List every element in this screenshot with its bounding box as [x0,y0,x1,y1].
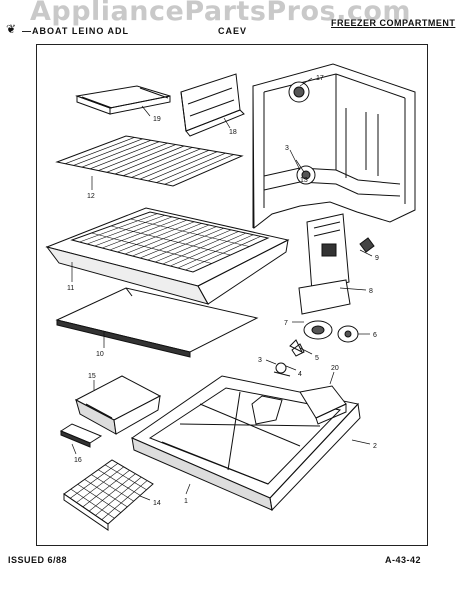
callout-20: 20 [331,365,339,372]
callout-9: 9 [375,255,379,262]
callout-5: 5 [315,355,319,362]
callout-2: 2 [373,443,377,450]
watermark: AppliancePartsPros.com [30,0,412,27]
panel-part-10 [55,287,259,358]
header-title: FREEZER COMPARTMENT [331,18,456,28]
callout-19: 19 [153,116,161,123]
callout-13: 13 [300,177,308,184]
diagram-frame [36,44,428,546]
callout-3a: 3 [285,145,289,152]
page-code: A-43-42 [385,555,422,565]
callout-4: 4 [298,371,302,378]
freezer-cabinet [252,63,416,230]
callout-3b: 3 [258,357,262,364]
callout-15: 15 [88,373,96,380]
issued-date: ISSUED 6/88 [8,555,68,565]
wire-rack-part-12 [55,135,244,187]
leader-lines [71,77,373,501]
corner-mark-icon: ❦ [6,22,17,36]
drawer-part-15 [74,375,162,435]
callout-6: 6 [373,332,377,339]
callout-7: 7 [284,320,288,327]
knob-part-9 [359,237,375,253]
header-mid-text: CAEV [218,26,248,36]
callout-17: 17 [316,75,324,82]
bracket-part-16 [59,423,103,448]
callout-16: 16 [74,457,82,464]
callout-8: 8 [369,288,373,295]
callout-12: 12 [87,193,95,200]
callout-1: 1 [184,498,188,505]
callout-11: 11 [67,285,74,292]
ice-tray-part-14 [63,459,154,531]
callout-10: 10 [96,351,104,358]
shelf-grille-part-11 [45,207,290,305]
duct-part-8 [298,213,351,315]
fan-motor-assembly [273,320,359,377]
header-left-text: —ABOAT LEINO ADL [22,26,129,36]
shelf-part-19 [75,85,171,115]
callout-18: 18 [229,129,237,136]
bottom-tray-assembly [130,375,361,512]
page-header: AppliancePartsPros.com ❦ —ABOAT LEINO AD… [0,0,463,44]
callout-labels: 19 18 17 3 13 12 11 9 8 7 6 5 4 10 3 15 … [67,75,379,507]
callout-14: 14 [153,500,161,507]
divider-part-18 [180,73,245,137]
